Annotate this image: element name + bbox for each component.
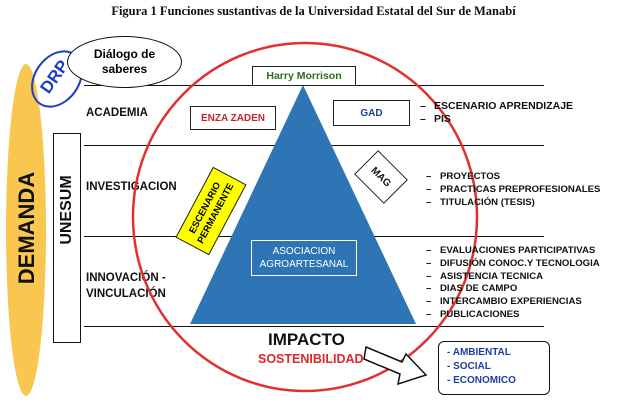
dialogo-line-1: Diálogo de — [93, 47, 156, 61]
vinculacion-item: ASISTENCIA TECNICA — [426, 271, 600, 284]
sostenibilidad-label: SOSTENIBILIDAD — [258, 352, 364, 366]
outcome-text: ECONOMICO — [453, 375, 516, 386]
academia-list: ESCENARIO APRENDIZAJE PIS — [420, 100, 573, 126]
asociacion-line-2: AGROARTESANAL — [259, 259, 349, 270]
outcomes-box: - AMBIENTAL - SOCIAL - ECONOMICO — [438, 341, 550, 395]
demanda-oval — [6, 64, 46, 396]
dialogo-line-2: saberes — [101, 62, 148, 76]
unesum-box — [53, 133, 81, 343]
red-circle — [131, 41, 479, 393]
row-label-academia: ACADEMIA — [86, 107, 148, 119]
arrow-shape — [363, 345, 428, 386]
academia-item: ESCENARIO APRENDIZAJE — [420, 100, 573, 113]
gad-box: GAD — [333, 100, 410, 126]
vinculacion-item: EVALUACIONES PARTICIPATIVAS — [426, 245, 600, 258]
outcome-item: - AMBIENTAL — [447, 347, 511, 358]
asociacion-line-1: ASOCIACION — [272, 246, 336, 257]
vinculacion-list: EVALUACIONES PARTICIPATIVAS DIFUSIÓN CON… — [426, 245, 600, 322]
outcome-text: AMBIENTAL — [452, 347, 511, 358]
vinculacion-item: INTERCAMBIO EXPERIENCIAS — [426, 296, 600, 309]
investigacion-item: PRACTICAS PREPROFESIONALES — [426, 183, 600, 196]
investigacion-list: PROYECTOS PRACTICAS PREPROFESIONALES TIT… — [426, 170, 600, 209]
outcome-item: - ECONOMICO — [447, 375, 516, 386]
pyramid-triangle — [190, 85, 416, 324]
vinculacion-item: DIFUSIÓN CONOC.Y TECNOLOGIA — [426, 258, 600, 271]
figure-caption: Figura 1 Funciones sustantivas de la Uni… — [111, 4, 516, 18]
investigacion-item: PROYECTOS — [426, 170, 600, 183]
separator-line — [84, 326, 544, 327]
enza-zaden-box: ENZA ZADEN — [190, 106, 276, 130]
vinculacion-item: DIAS DE CAMPO — [426, 283, 600, 296]
row-label-investigacion: INVESTIGACION — [86, 181, 177, 193]
asociacion-box: ASOCIACION AGROARTESANAL — [251, 240, 357, 276]
dialogo-saberes-ellipse: Diálogo de saberes — [67, 36, 182, 88]
harry-morrison-box: Harry Morrison — [252, 66, 356, 86]
row-label-vinculacion: VINCULACIÓN — [86, 288, 166, 300]
vinculacion-item: PUBLICACIONES — [426, 309, 600, 322]
academia-item: PIS — [420, 113, 573, 126]
investigacion-item: TITULACIÓN (TESIS) — [426, 196, 600, 209]
outcome-item: - SOCIAL — [447, 361, 491, 372]
impacto-label: IMPACTO — [268, 330, 345, 349]
outcome-text: SOCIAL — [453, 361, 491, 372]
